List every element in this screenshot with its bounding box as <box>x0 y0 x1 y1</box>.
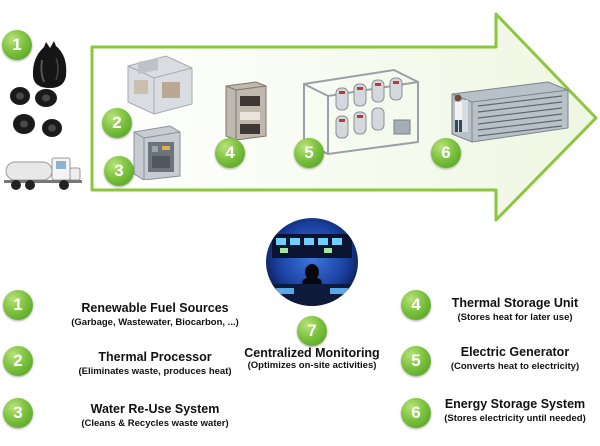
legend-title-renewable-fuel-sources: Renewable Fuel Sources <box>81 301 229 315</box>
water-reuse-system-image <box>133 125 181 180</box>
legend-subtitle-thermal-processor: (Eliminates waste, produces heat) <box>78 366 232 377</box>
legend-title-water-reuse-system: Water Re-Use System <box>90 402 220 416</box>
legend-title-thermal-storage-unit: Thermal Storage Unit <box>451 296 579 310</box>
legend-badge-2: 2 <box>3 346 33 376</box>
legend-badge-4: 4 <box>401 290 431 320</box>
legend-subtitle-water-reuse-system: (Cleans & Recycles waste water) <box>81 418 229 429</box>
tires-icon <box>10 87 62 137</box>
legend-subtitle-energy-storage-system: (Stores electricity until needed) <box>444 413 586 424</box>
step-5-badge: 5 <box>294 138 324 168</box>
step-3-badge: 3 <box>104 156 134 186</box>
legend-title-electric-generator: Electric Generator <box>460 345 570 359</box>
step-2-badge: 2 <box>102 108 132 138</box>
legend-badge-6: 6 <box>401 398 431 428</box>
step-1-badge: 1 <box>2 30 32 60</box>
step-4-badge: 4 <box>215 138 245 168</box>
control-room-image <box>266 218 358 306</box>
garbage-bag-icon <box>32 41 67 88</box>
energy-storage-system-image <box>451 81 569 143</box>
legend-subtitle-centralized-monitoring: (Optimizes on-site activities) <box>247 360 377 371</box>
legend-title-centralized-monitoring: Centralized Monitoring <box>244 346 380 360</box>
thermal-processor-image <box>127 55 193 115</box>
legend-subtitle-electric-generator: (Converts heat to electricity) <box>450 361 580 372</box>
legend-badge-1: 1 <box>3 290 33 320</box>
tanker-truck-icon <box>4 157 82 190</box>
legend-title-thermal-processor: Thermal Processor <box>98 350 212 364</box>
legend-subtitle-renewable-fuel-sources: (Garbage, Wastewater, Biocarbon, ...) <box>71 317 239 328</box>
legend-title-energy-storage-system: Energy Storage System <box>444 397 586 411</box>
legend-badge-3: 3 <box>3 398 33 428</box>
legend-subtitle-thermal-storage-unit: (Stores heat for later use) <box>457 312 573 323</box>
thermal-storage-unit-image <box>225 81 267 141</box>
step-6-badge: 6 <box>431 138 461 168</box>
legend-badge-5: 5 <box>401 346 431 376</box>
legend-badge-7: 7 <box>297 316 327 346</box>
